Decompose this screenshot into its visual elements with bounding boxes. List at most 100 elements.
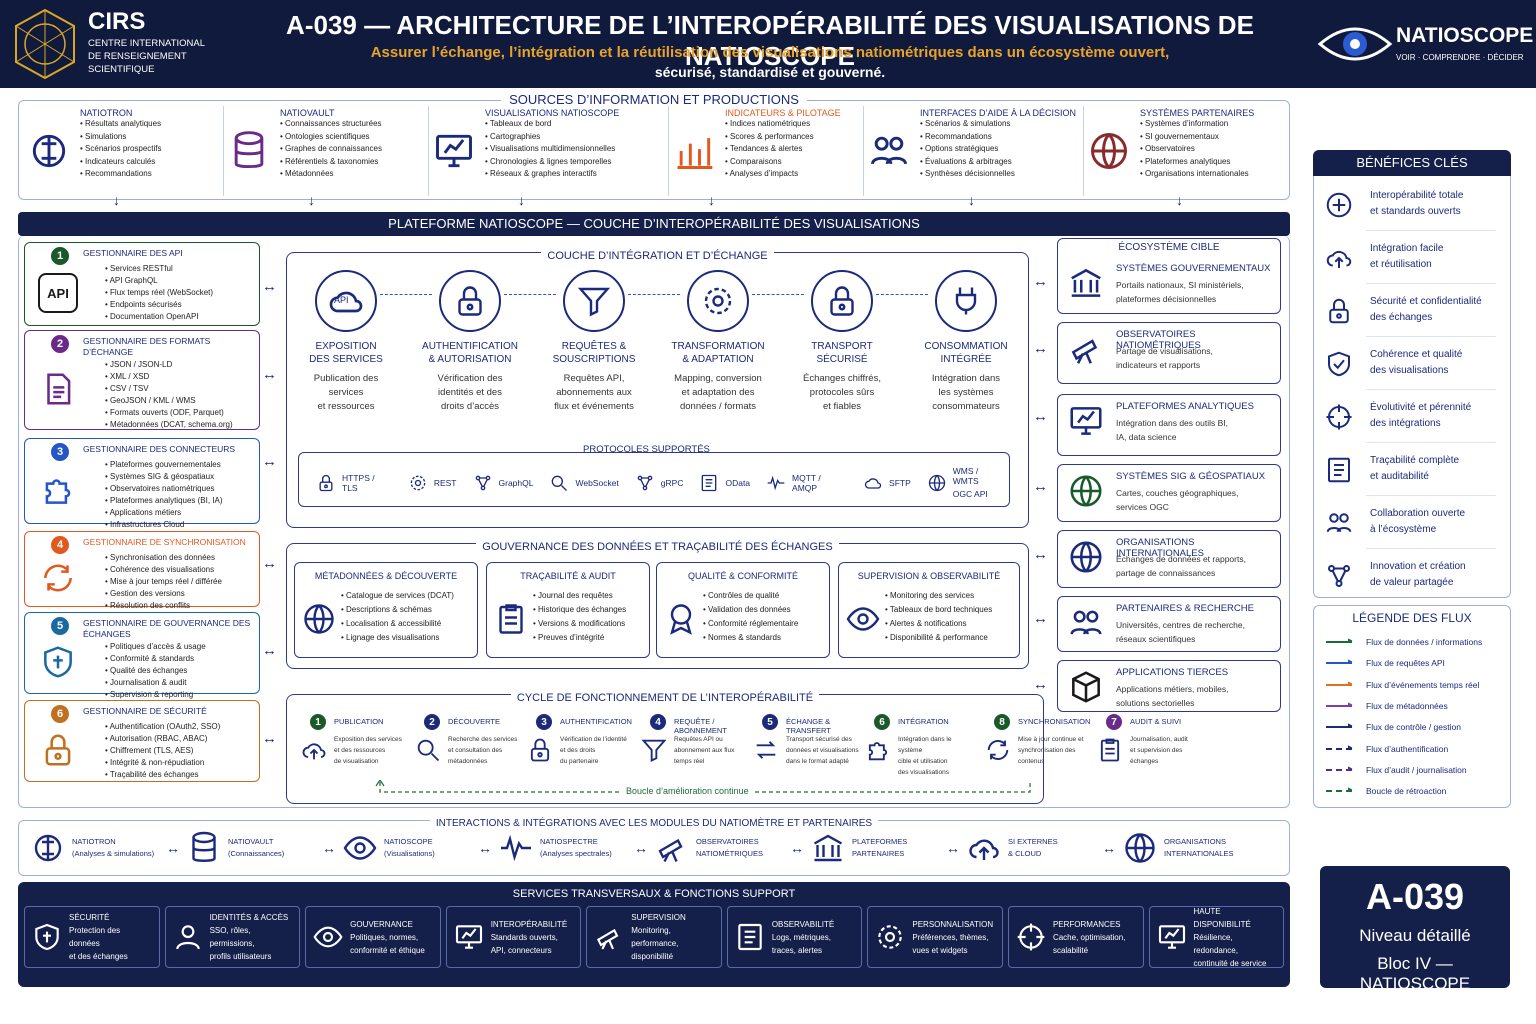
divider	[1366, 548, 1496, 549]
governance-card-2: TRAÇABILITÉ & AUDITJournal des requêtesH…	[486, 562, 650, 658]
sources-list: NATIOTRONRésultats analytiquesSimulation…	[24, 106, 1286, 196]
legend-label: Flux de contrôle / gestion	[1366, 722, 1461, 733]
governance-card-title: TRAÇABILITÉ & AUDIT	[520, 571, 616, 581]
source-bullet: SI gouvernementaux	[1140, 131, 1254, 144]
sync-icon	[35, 558, 81, 598]
manager-bullets: Plateformes gouvernementalesSystèmes SIG…	[105, 459, 223, 531]
cycle-step-number: 8	[994, 714, 1010, 730]
ecosystem-item-title: ORGANISATIONS INTERNATIONALES	[1116, 537, 1204, 559]
manager-title: GESTIONNAIRE DES CONNECTEURS	[83, 444, 236, 454]
manager-bullet: Cohérence des visualisations	[105, 564, 222, 576]
bidirectional-arrow-icon: ↔	[1033, 478, 1048, 495]
integration-title-wrap: COUCHE D’INTÉGRATION ET D’ÉCHANGE	[286, 246, 1029, 264]
legend-arrowhead-icon: ▸	[1348, 656, 1353, 667]
source-bullets: Indices natiométriquesScores & performan…	[725, 118, 841, 181]
protocol-4: WebSocket	[549, 473, 619, 493]
source-1: NATIOTRONRésultats analytiquesSimulation…	[24, 106, 224, 196]
source-bullet: Indices natiométriques	[725, 118, 841, 131]
manager-bullets: JSON / JSON-LDXML / XSDCSV / TSVGeoJSON …	[105, 359, 233, 431]
manager-bullet: Applications métiers	[105, 507, 223, 519]
globe-icon	[1064, 471, 1108, 511]
governance-card-4: SUPERVISION & OBSERVABILITÉMonitoring de…	[838, 562, 1020, 658]
source-bullet: Scénarios & simulations	[920, 118, 1076, 131]
source-bullets: Scénarios & simulationsRecommandationsOp…	[920, 118, 1076, 181]
ecosystem-item-description: Échanges de données et rapports,partage …	[1116, 554, 1246, 578]
bidirectional-arrow-icon: ↔	[166, 840, 180, 856]
manager-bullet: Autorisation (RBAC, ABAC)	[105, 733, 220, 745]
protocol-7: MQTT / AMQP	[766, 473, 847, 493]
filter-icon	[563, 270, 625, 332]
manager-number: 2	[51, 335, 69, 353]
interaction-label: NATIOSPECTRE(Analyses spectrales)	[540, 837, 612, 858]
source-bullet: Référentiels & taxonomies	[280, 156, 382, 169]
governance-bullets: Monitoring des servicesTableaux de bord …	[885, 589, 993, 645]
filter-icon	[638, 734, 670, 766]
bidirectional-arrow-icon: ↔	[1033, 676, 1048, 693]
ecosystem-item-description: Portails nationaux, SI ministériels,plat…	[1116, 280, 1244, 304]
protocol-label: WebSocket	[575, 477, 619, 488]
cycle-step-title: ÉCHANGE & TRANSFERT	[786, 717, 831, 735]
monitor-icon	[429, 106, 479, 196]
manager-bullet: Journalisation & audit	[105, 677, 206, 689]
eye-icon	[342, 830, 378, 866]
manager-title: GESTIONNAIRE DES API	[83, 248, 183, 258]
source-title: SYSTÈMES PARTENAIRES	[1140, 108, 1255, 118]
governance-bullet: Historique des échanges	[533, 603, 626, 617]
cube-icon	[1064, 667, 1108, 707]
platform-title: PLATEFORME NATIOSCOPE — COUCHE D’INTEROP…	[18, 212, 1290, 236]
cycle-step-number: 3	[536, 714, 552, 730]
legend-label: Flux de données / informations	[1366, 637, 1483, 647]
interactions-title-wrap: INTERACTIONS & INTÉGRATIONS AVEC LES MOD…	[18, 813, 1290, 831]
badge-level: Niveau détaillé	[1359, 926, 1471, 945]
governance-bullet: Localisation & accessibilité	[341, 617, 454, 631]
bank-icon	[1064, 263, 1108, 303]
api-cloud-icon: API	[315, 270, 377, 332]
divider	[1366, 230, 1496, 231]
ecosystem-item-title: SYSTÈMES SIG & GÉOSPATIAUX	[1116, 471, 1266, 482]
manager-bullet: Plateformes gouvernementales	[105, 459, 223, 471]
bidirectional-arrow-icon: ↔	[262, 366, 277, 383]
manager-bullet: Documentation OpenAPI	[105, 311, 213, 323]
cirs-logo-icon	[15, 8, 75, 80]
interactions-title: INTERACTIONS & INTÉGRATIONS AVEC LES MOD…	[429, 818, 879, 829]
protocols-title: PROTOCOLES SUPPORTÉS	[583, 444, 710, 455]
sources-panel	[18, 100, 1290, 200]
governance-card-title: MÉTADONNÉES & DÉCOUVERTE	[314, 571, 458, 581]
plus-icon	[1322, 188, 1356, 222]
protocol-label: MQTT / AMQP	[792, 472, 821, 493]
manager-title: GESTIONNAIRE DES FORMATS D’ÉCHANGE	[83, 336, 211, 357]
source-6: SYSTÈMES PARTENAIRESSystèmes d’informati…	[1084, 106, 1284, 196]
bidirectional-arrow-icon: ↔	[262, 642, 277, 659]
protocol-1: HTTPS / TLS	[316, 473, 392, 493]
ecosystem-item-description: Applications métiers, mobiles,solutions …	[1116, 684, 1229, 708]
manager-number: 1	[51, 247, 69, 265]
flow-arrow	[628, 294, 680, 295]
governance-bullet: Preuves d’intégrité	[533, 631, 626, 645]
source-bullet: Analyses d’impacts	[725, 168, 841, 181]
governance-bullet: Disponibilité & performance	[885, 631, 992, 645]
people-icon	[1322, 506, 1356, 540]
protocol-5: gRPC	[635, 473, 683, 493]
cycle-step-title: PUBLICATION	[334, 717, 384, 726]
manager-bullets: Synchronisation des donnéesCohérence des…	[105, 552, 222, 612]
manager-bullet: Conformité & standards	[105, 653, 206, 665]
manager-bullet: Flux temps réel (WebSocket)	[105, 287, 213, 299]
